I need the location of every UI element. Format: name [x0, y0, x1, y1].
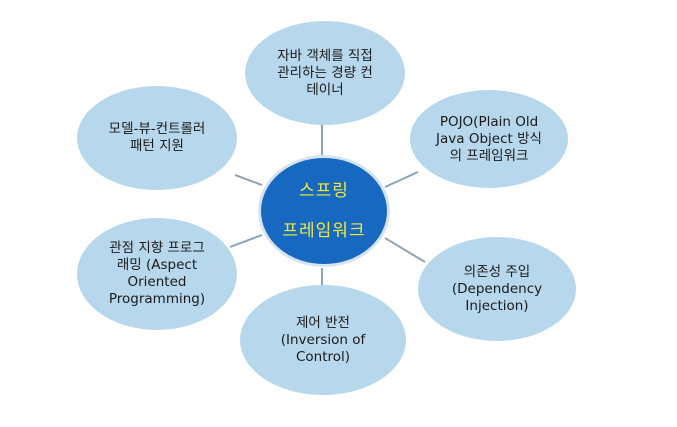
node-mvc-label: 모델-뷰-컨트롤러 패턴 지원	[108, 121, 206, 154]
connector-mvc	[234, 174, 263, 186]
node-spring-framework: 스프링 프레임워크	[258, 155, 390, 267]
node-ioc: 제어 반전 (Inversion of Control)	[240, 285, 406, 395]
connector-di	[384, 237, 426, 263]
center-label-line1: 스프링	[299, 181, 349, 201]
node-java-container-label: 자바 객체를 직접 관리하는 경량 컨 테이너	[277, 47, 373, 98]
node-pojo: POJO(Plain Old Java Object 방식 의 프레임워크	[410, 90, 568, 188]
node-aop-label: 관점 지향 프로그 래밍 (Aspect Oriented Programmin…	[108, 240, 206, 307]
node-di-label: 의존성 주입 (Dependency Injection)	[451, 263, 543, 314]
node-di: 의존성 주입 (Dependency Injection)	[418, 237, 576, 341]
node-ioc-label: 제어 반전 (Inversion of Control)	[280, 314, 366, 365]
connector-aop	[229, 234, 263, 248]
node-pojo-label: POJO(Plain Old Java Object 방식 의 프레임워크	[436, 113, 542, 164]
center-label-line2: 프레임워크	[282, 221, 366, 241]
node-mvc: 모델-뷰-컨트롤러 패턴 지원	[77, 86, 237, 190]
node-aop: 관점 지향 프로그 래밍 (Aspect Oriented Programmin…	[77, 218, 237, 330]
connector-pojo	[384, 171, 419, 188]
node-java-container: 자바 객체를 직접 관리하는 경량 컨 테이너	[245, 21, 405, 125]
